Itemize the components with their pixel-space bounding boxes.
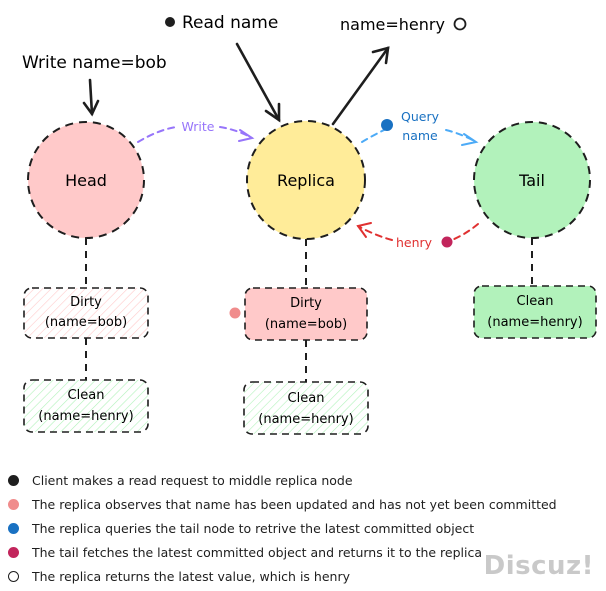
read-request-marker-icon bbox=[165, 17, 175, 27]
tail-node-label: Tail bbox=[518, 171, 545, 190]
head-dirty-box: Dirty (name=bob) bbox=[23, 287, 149, 339]
legend-text: Client makes a read request to middle re… bbox=[32, 472, 353, 488]
henry-arrow-label: henry bbox=[396, 235, 433, 250]
query-arrow-label-line2: name bbox=[402, 128, 438, 143]
return-value-arrow bbox=[331, 46, 390, 126]
legend: Client makes a read request to middle re… bbox=[8, 468, 598, 588]
query-arrow-label-line1: Query bbox=[401, 109, 440, 124]
name-henry-label: name=henry bbox=[340, 15, 445, 34]
replica-node-label: Replica bbox=[277, 171, 335, 190]
legend-text: The replica queries the tail node to ret… bbox=[32, 520, 475, 536]
head-dirty-title: Dirty bbox=[70, 295, 102, 310]
head-clean-title: Clean bbox=[68, 388, 105, 403]
read-name-label: Read name bbox=[182, 13, 278, 33]
query-arrow bbox=[361, 129, 479, 146]
tail-clean-title: Clean bbox=[517, 294, 554, 309]
legend-dot-icon bbox=[8, 570, 19, 582]
replica-clean-box: Clean (name=henry) bbox=[243, 381, 369, 435]
legend-item: The replica observes that name has been … bbox=[8, 492, 598, 516]
dirty-observed-marker-icon bbox=[229, 307, 241, 319]
write-name-label: Write name=bob bbox=[22, 53, 167, 73]
legend-text: The replica observes that name has been … bbox=[32, 496, 557, 512]
tail-clean-value: (name=henry) bbox=[487, 315, 582, 330]
replica-dirty-value: (name=bob) bbox=[265, 317, 347, 332]
legend-text: The replica returns the latest value, wh… bbox=[32, 568, 350, 584]
replica-clean-value: (name=henry) bbox=[258, 412, 353, 427]
write-arrow bbox=[137, 126, 255, 143]
return-value-marker-icon bbox=[453, 17, 467, 31]
state-connectors bbox=[85, 238, 533, 382]
replica-dirty-title: Dirty bbox=[290, 296, 322, 311]
replica-dirty-box: Dirty (name=bob) bbox=[244, 287, 368, 341]
legend-item: Client makes a read request to middle re… bbox=[8, 468, 598, 492]
write-arrow-label: Write bbox=[181, 119, 214, 134]
legend-item: The replica returns the latest value, wh… bbox=[8, 564, 598, 588]
legend-text: The tail fetches the latest committed ob… bbox=[32, 544, 483, 560]
legend-item: The replica queries the tail node to ret… bbox=[8, 516, 598, 540]
watermark: Discuz! bbox=[483, 551, 594, 581]
head-clean-value: (name=henry) bbox=[38, 409, 133, 424]
head-dirty-value: (name=bob) bbox=[45, 315, 127, 330]
legend-dot-icon bbox=[8, 498, 19, 510]
read-request-arrow bbox=[235, 42, 281, 123]
head-clean-box: Clean (name=henry) bbox=[23, 379, 149, 433]
write-request-arrow bbox=[82, 78, 100, 117]
query-marker-icon bbox=[381, 119, 393, 131]
replica-node bbox=[246, 120, 366, 240]
henry-arrow bbox=[356, 222, 479, 241]
replica-clean-title: Clean bbox=[288, 391, 325, 406]
tail-clean-box: Clean (name=henry) bbox=[473, 285, 597, 339]
head-node-label: Head bbox=[65, 171, 107, 190]
henry-marker-icon bbox=[441, 236, 453, 248]
legend-dot-icon bbox=[8, 546, 19, 558]
legend-dot-icon bbox=[8, 522, 19, 534]
legend-item: The tail fetches the latest committed ob… bbox=[8, 540, 598, 564]
legend-dot-icon bbox=[8, 474, 19, 486]
